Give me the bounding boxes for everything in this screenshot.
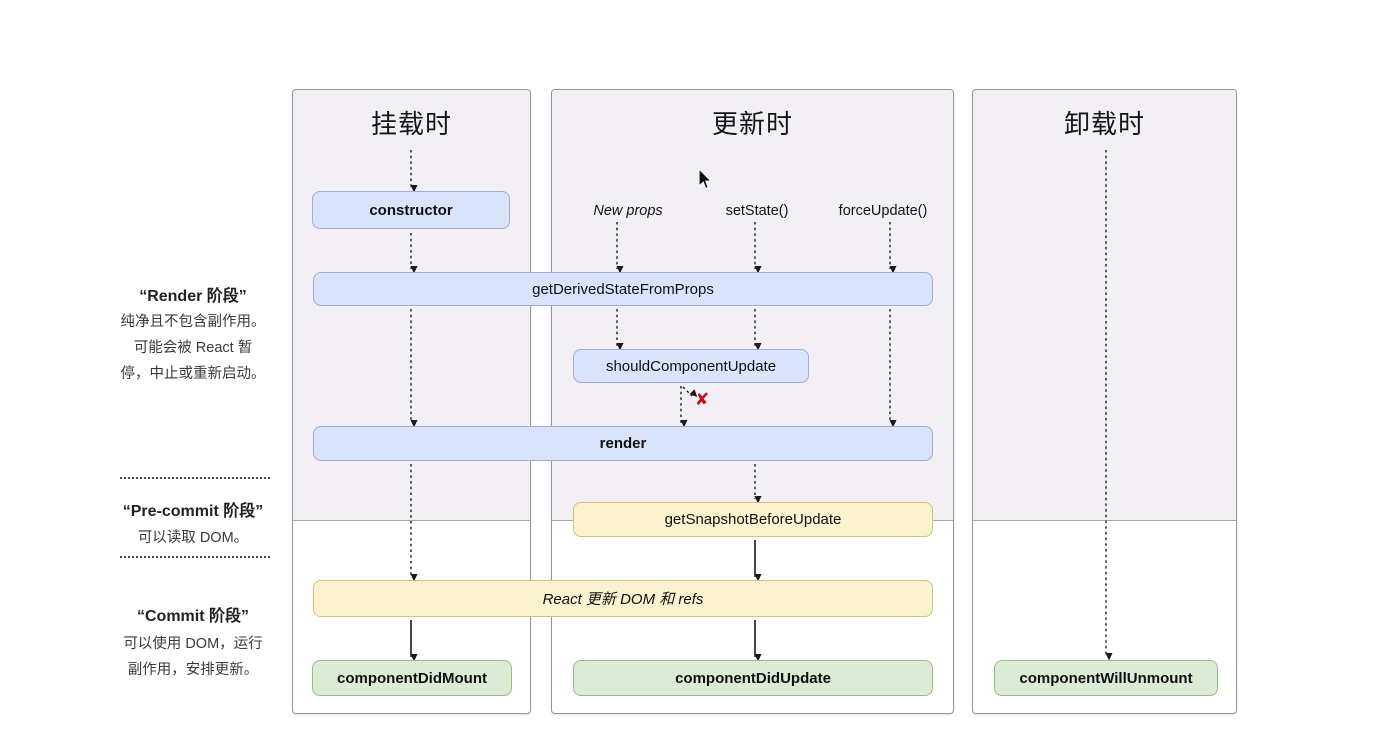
should-component-update-box[interactable]: shouldComponentUpdate (573, 349, 809, 383)
render-phase-desc-line: 停，中止或重新启动。 (120, 366, 266, 382)
commit-phase-desc-line: 可以使用 DOM，运行 (123, 636, 263, 652)
get-derived-state-from-props-box[interactable]: getDerivedStateFromProps (313, 272, 933, 306)
pre-commit-phase-title: “Pre-commit 阶段” (122, 503, 264, 520)
phase-separator (120, 556, 270, 558)
pre-commit-phase-desc-line: 可以读取 DOM。 (137, 530, 249, 546)
react-updates-dom-box: React 更新 DOM 和 refs (313, 580, 933, 617)
unmounting-render-phase-region (973, 90, 1236, 521)
render-box[interactable]: render (313, 426, 933, 461)
get-snapshot-before-update-box[interactable]: getSnapshotBeforeUpdate (573, 502, 933, 537)
force-update-label: forceUpdate() (838, 203, 928, 219)
commit-phase-title: “Commit 阶段” (136, 608, 249, 625)
render-phase-desc-line: 可能会被 React 暂 (133, 340, 253, 356)
unmounting-panel (972, 89, 1237, 714)
new-props-label: New props (593, 203, 663, 219)
updating-title: 更新时 (711, 109, 793, 139)
component-did-update-box[interactable]: componentDidUpdate (573, 660, 933, 696)
set-state-label: setState() (725, 203, 789, 219)
mounting-title: 挂载时 (370, 109, 452, 139)
commit-phase-desc-line: 副作用，安排更新。 (127, 662, 259, 678)
component-will-unmount-box[interactable]: componentWillUnmount (994, 660, 1218, 696)
constructor-box[interactable]: constructor (312, 191, 510, 229)
component-did-mount-box[interactable]: componentDidMount (312, 660, 512, 696)
render-phase-title: “Render 阶段” (139, 288, 247, 305)
reject-x-icon: ✘ (695, 390, 710, 409)
render-phase-desc-line: 纯净且不包含副作用。 (120, 314, 266, 330)
phase-separator (120, 477, 270, 479)
unmounting-title: 卸载时 (1063, 109, 1145, 139)
